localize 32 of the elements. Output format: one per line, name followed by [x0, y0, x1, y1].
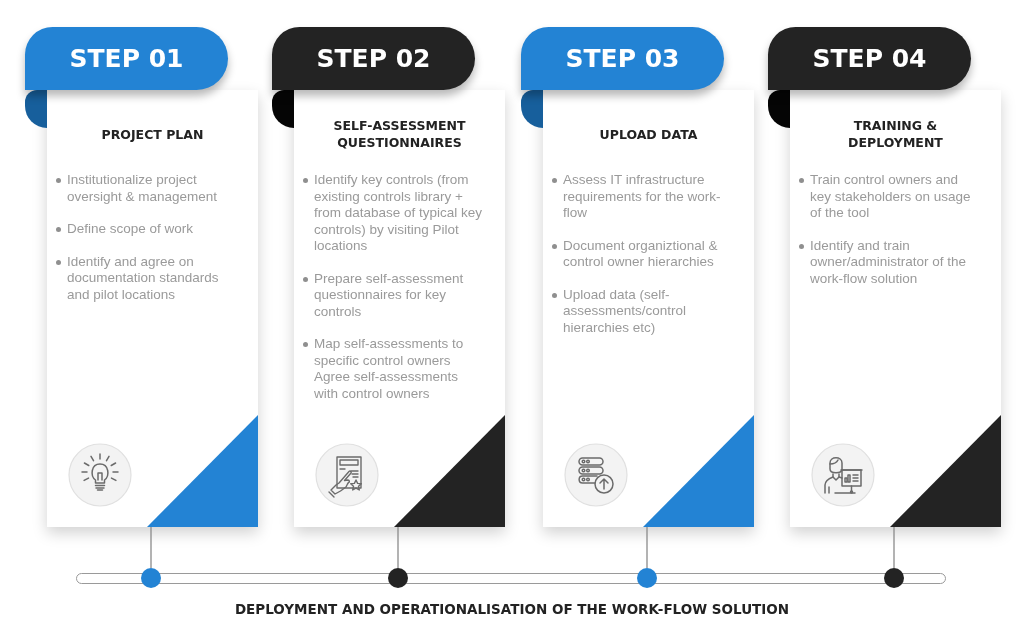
step-card [47, 90, 258, 527]
connector-line [893, 526, 895, 569]
bullet-text: Prepare self-assessment questionnaires for key controls [303, 270, 484, 320]
step-title: STEP 03 [565, 46, 680, 71]
step-tab [768, 27, 971, 90]
bullet-text: Map self-assessments to specific control owners Agree self-assessments with control owners [303, 336, 484, 402]
bullet-text: Institutionalize project oversight & management [56, 172, 237, 205]
card-heading: UPLOAD DATA [598, 125, 699, 143]
step-tab [521, 27, 724, 90]
bullet-text: Upload data (self-assessments/control hierarchies etc) [552, 286, 733, 336]
step-title: STEP 04 [812, 46, 927, 71]
step-tab [272, 27, 475, 90]
bullet-text: Identify and agree on documentation standards and pilot locations [56, 253, 237, 303]
connector-line [150, 526, 152, 569]
card-heading: TRAINING & DEPLOYMENT [847, 117, 944, 151]
step-card [294, 90, 505, 527]
step-title: STEP 01 [69, 46, 184, 71]
bullet-text: Assess IT infrastructure requirements for the work-flow [552, 172, 733, 222]
connector-line [397, 526, 399, 569]
bullet-text: Identify key controls (from existing controls library + from database of typical key controls) by visiting Pilot locations [303, 172, 484, 255]
step-card [543, 90, 754, 527]
bullet-text: Identify and train owner/administrator of the work-flow solution [799, 237, 980, 287]
card-heading: SELF-ASSESSMENT QUESTIONNAIRES [332, 117, 467, 151]
step-tab [25, 27, 228, 90]
bullet-text: Define scope of work [56, 221, 237, 238]
step-title: STEP 02 [316, 46, 431, 71]
bullet-text: Document organiztional & control owner hierarchies [552, 237, 733, 271]
connector-line [646, 526, 648, 569]
step-card [790, 90, 1001, 527]
caption: DEPLOYMENT AND OPERATIONALISATION OF THE WORK-FLOW SOLUTION [234, 600, 790, 619]
bullet-text: Train control owners and key stakeholders on usage of the tool [799, 172, 980, 222]
card-heading: PROJECT PLAN [100, 125, 205, 143]
